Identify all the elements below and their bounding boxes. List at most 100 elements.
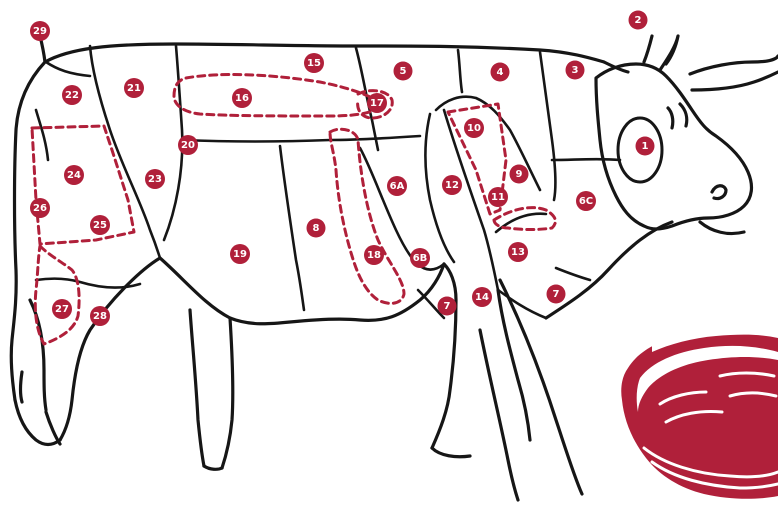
badge-number: 23 bbox=[148, 174, 162, 185]
cut-badge-11: 11 bbox=[488, 187, 508, 207]
cut-badge-6a: 6A bbox=[387, 176, 407, 196]
ear bbox=[690, 56, 778, 74]
cut-badge-3: 3 bbox=[566, 61, 585, 80]
badge-number: 21 bbox=[127, 83, 141, 94]
badge-number: 15 bbox=[307, 58, 321, 69]
badge-number: 13 bbox=[511, 247, 525, 258]
front-hoof-1 bbox=[432, 448, 470, 457]
badge-number: 27 bbox=[55, 304, 69, 315]
cut-badge-23: 23 bbox=[145, 169, 165, 189]
badge-number: 2 bbox=[635, 15, 642, 26]
horn-base bbox=[644, 36, 652, 62]
cut-badge-1: 1 bbox=[636, 137, 655, 156]
cut-badge-19: 19 bbox=[230, 244, 250, 264]
division-hind-shank bbox=[36, 279, 140, 288]
badge-number: 4 bbox=[497, 67, 504, 78]
badge-number: 11 bbox=[491, 192, 505, 203]
hind-hoof-back bbox=[15, 400, 60, 445]
back-line bbox=[45, 44, 604, 62]
cut-badge-5: 5 bbox=[394, 62, 413, 81]
steak-icon bbox=[621, 326, 778, 499]
badge-number: 10 bbox=[467, 123, 481, 134]
division-chest-lower bbox=[556, 268, 590, 280]
hind-leg-inner bbox=[30, 300, 46, 410]
badge-number: 22 bbox=[65, 90, 79, 101]
front-leg-back bbox=[432, 264, 456, 448]
badge-number: 6C bbox=[579, 196, 593, 207]
eye-lid bbox=[680, 104, 687, 126]
cut-badge-25: 25 bbox=[90, 215, 110, 235]
tenderloin-dash bbox=[174, 75, 382, 116]
badge-number: 6B bbox=[413, 253, 428, 264]
division-rump-inner bbox=[36, 110, 48, 160]
ear-lower bbox=[692, 72, 778, 90]
badge-number: 17 bbox=[370, 98, 384, 109]
badge-number: 19 bbox=[233, 249, 247, 260]
eye-icon bbox=[668, 108, 673, 128]
division-neck-head bbox=[552, 159, 620, 160]
badge-number: 14 bbox=[475, 292, 489, 303]
division-loin-horizontal bbox=[182, 136, 420, 142]
badge-number: 26 bbox=[33, 203, 47, 214]
horn bbox=[660, 36, 678, 70]
badge-number: 3 bbox=[572, 65, 579, 76]
badge-number: 5 bbox=[400, 66, 407, 77]
badge-number: 29 bbox=[33, 26, 47, 37]
badge-number: 28 bbox=[93, 311, 107, 322]
cut-badge-8: 8 bbox=[307, 219, 326, 238]
cut-badge-27: 27 bbox=[52, 299, 72, 319]
cut-badge-24: 24 bbox=[64, 165, 84, 185]
badge-number: 18 bbox=[367, 250, 381, 261]
hind-leg-back-detail bbox=[21, 372, 23, 402]
mouth bbox=[700, 222, 744, 234]
hind-hoof-mid bbox=[46, 412, 60, 444]
badge-number: 7 bbox=[444, 301, 451, 312]
badge-number: 7 bbox=[553, 289, 560, 300]
cut-badge-14: 14 bbox=[472, 287, 492, 307]
cut-badge-18: 18 bbox=[364, 245, 384, 265]
cut-badge-2: 2 bbox=[629, 11, 648, 30]
cut-badge-7-front: 7 bbox=[438, 297, 457, 316]
rib-strip-dash bbox=[330, 129, 404, 303]
badge-number: 24 bbox=[67, 170, 81, 181]
cut-badge-6b: 6B bbox=[410, 248, 430, 268]
round-dash bbox=[32, 126, 134, 244]
badge-number: 8 bbox=[313, 223, 320, 234]
badge-number: 20 bbox=[181, 140, 195, 151]
badge-number: 1 bbox=[642, 141, 649, 152]
cut-badge-12: 12 bbox=[442, 175, 462, 195]
cut-badge-7-chest: 7 bbox=[547, 285, 566, 304]
badge-number: 25 bbox=[93, 220, 107, 231]
badge-number: 16 bbox=[235, 93, 249, 104]
cut-badge-16: 16 bbox=[232, 88, 252, 108]
cut-badge-20: 20 bbox=[178, 135, 198, 155]
cut-badge-28: 28 bbox=[90, 306, 110, 326]
cut-badge-15: 15 bbox=[304, 53, 324, 73]
cut-badge-4: 4 bbox=[491, 63, 510, 82]
hind-leg-2-front bbox=[222, 318, 233, 468]
badge-number: 12 bbox=[445, 180, 459, 191]
division-rump-cap bbox=[46, 62, 90, 76]
badge-number: 6A bbox=[390, 181, 405, 192]
nostril-icon bbox=[712, 186, 726, 199]
division-chuck bbox=[458, 50, 462, 92]
hind-leg-front bbox=[60, 258, 160, 440]
cut-badge-26: 26 bbox=[30, 198, 50, 218]
hind-hoof-2 bbox=[204, 466, 222, 469]
cut-badge-29: 29 bbox=[30, 21, 50, 41]
division-flank bbox=[280, 146, 304, 310]
cut-badge-17: 17 bbox=[367, 93, 387, 113]
cut-badge-6c: 6C bbox=[576, 191, 596, 211]
cut-badge-13: 13 bbox=[508, 242, 528, 262]
hind-leg-2-back bbox=[190, 310, 204, 466]
division-shank bbox=[498, 290, 546, 318]
badge-number: 9 bbox=[516, 169, 523, 180]
cut-badge-10: 10 bbox=[464, 118, 484, 138]
cut-badge-9: 9 bbox=[510, 165, 529, 184]
cut-badge-21: 21 bbox=[124, 78, 144, 98]
cut-badge-22: 22 bbox=[62, 85, 82, 105]
chest-line bbox=[546, 222, 672, 318]
brisket-dash bbox=[494, 208, 555, 230]
